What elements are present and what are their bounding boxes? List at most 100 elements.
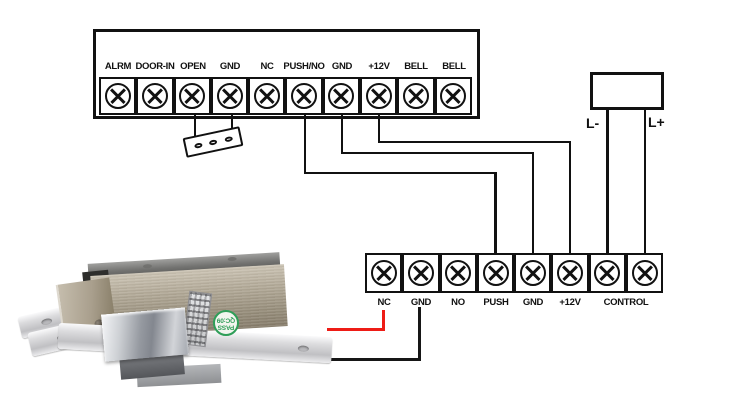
screw-terminal-icon: [482, 260, 509, 286]
terminal-cell: [360, 77, 398, 115]
wire-l-plus: [643, 108, 646, 255]
terminal-cell: [173, 77, 211, 115]
button-hole-icon: [223, 135, 233, 143]
screw-terminal-icon: [631, 260, 658, 286]
top-terminal-label-bell2: BELL: [442, 61, 466, 72]
top-terminal-label-gnd2: GND: [331, 61, 353, 72]
lock-top-screw-mark: [142, 263, 153, 269]
wire-pushno-to-push: [494, 171, 497, 256]
lock-strike-plate-mid: [27, 299, 179, 357]
lock-keeper-foot: [136, 363, 222, 388]
terminal-cell: [365, 253, 403, 293]
lock-qc-sticker: PASS QC:09: [213, 310, 239, 336]
wire-l-minus: [606, 108, 609, 255]
lock-red-wire-horizontal: [327, 327, 385, 331]
lock-spec-label: [182, 290, 213, 348]
terminal-cell: [439, 253, 477, 293]
plate-screw-hole: [40, 317, 53, 326]
screw-terminal-icon: [370, 260, 397, 286]
terminal-cell: [434, 77, 472, 115]
screw-terminal-icon: [403, 83, 430, 109]
top-terminal-label-gnd1: GND: [219, 61, 241, 72]
terminal-cell: [626, 253, 664, 293]
top-terminal-label-alrm: ALRM: [104, 61, 132, 72]
lock-keeper-underside: [119, 350, 185, 380]
wire-12v-to-12v: [568, 140, 572, 256]
button-hole-icon: [208, 138, 218, 146]
screw-terminal-icon: [141, 83, 168, 109]
terminal-cell: [99, 77, 137, 115]
button-hole-icon: [193, 141, 203, 149]
bottom-terminal-label-gnd1: GND: [410, 297, 432, 308]
screw-terminal-icon: [594, 260, 621, 286]
terminal-cell: [285, 77, 323, 115]
wire-gnd-to-button: [230, 113, 234, 133]
wire-gnd-down: [340, 113, 344, 154]
top-terminal-label-door-in: DOOR-IN: [135, 61, 175, 72]
plate-screw-hole: [297, 345, 310, 352]
top-terminal-label-12v: +12V: [368, 61, 390, 72]
terminal-cell: [588, 253, 627, 293]
top-terminal-label-bell1: BELL: [404, 61, 428, 72]
lock-red-wire-to-nc: [381, 310, 385, 330]
bottom-terminal-label-nc: NC: [377, 297, 391, 308]
wire-pushno-down: [303, 113, 307, 174]
terminal-cell: [210, 77, 249, 115]
screw-terminal-icon: [179, 83, 206, 109]
bottom-terminal-label-gnd2: GND: [522, 297, 544, 308]
sticker-line-qc: QC:09: [216, 317, 236, 324]
wire-open-to-button: [193, 113, 197, 141]
screw-terminal-icon: [104, 83, 131, 109]
screw-terminal-icon: [328, 83, 355, 109]
terminal-cell: [248, 77, 286, 115]
power-terminal-l-minus-label: L-: [586, 115, 600, 131]
power-terminal-l-plus-label: L+: [648, 114, 665, 130]
screw-terminal-icon: [216, 83, 243, 109]
screw-terminal-icon: [519, 260, 546, 286]
terminal-cell: [514, 253, 552, 293]
exit-button: [182, 126, 244, 158]
lock-body-front-panel: [55, 277, 119, 350]
screw-terminal-icon: [365, 83, 392, 109]
screw-terminal-icon: [557, 260, 584, 286]
bottom-terminal-strip: [365, 253, 664, 293]
bottom-terminal-label-control: CONTROL: [603, 297, 649, 308]
lock-panel-screw: [93, 318, 105, 330]
wire-12v-across: [377, 140, 572, 143]
screw-terminal-icon: [253, 83, 280, 109]
wire-pushno-across: [303, 171, 497, 174]
lock-body-brushed-face: [90, 264, 288, 338]
lock-mounting-plate-long: [57, 322, 333, 364]
terminal-cell: [322, 77, 361, 115]
power-supply-box: [590, 72, 664, 110]
lock-top-screw-mark: [227, 256, 237, 262]
screw-terminal-icon: [291, 83, 318, 109]
terminal-cell: [397, 77, 435, 115]
bottom-terminal-label-12v: +12V: [559, 297, 581, 308]
top-terminal-label-open: OPEN: [180, 61, 206, 72]
lock-body-top-face: [87, 252, 281, 280]
bottom-terminal-label-push: PUSH: [483, 297, 509, 308]
lock-qc-sticker-text: PASS QC:09: [216, 316, 236, 331]
bottom-terminal-label-no: NO: [451, 297, 465, 308]
screw-terminal-icon: [407, 260, 434, 286]
lock-body-recess: [82, 269, 110, 290]
lock-strike-plate-back: [17, 283, 169, 339]
lock-black-wire-horizontal: [328, 357, 421, 361]
wire-gnd-across: [340, 151, 535, 154]
terminal-cell: [551, 253, 589, 293]
terminal-cell: [476, 253, 515, 293]
top-terminal-strip: [99, 77, 472, 115]
top-terminal-label-pushno: PUSH/NO: [283, 61, 325, 72]
lock-keeper-block: [101, 307, 189, 362]
screw-terminal-icon: [445, 260, 472, 286]
sticker-line-pass: PASS: [217, 323, 235, 331]
wire-gnd-to-gnd: [531, 151, 534, 256]
terminal-cell: [136, 77, 174, 115]
screw-terminal-icon: [440, 83, 467, 109]
top-terminal-label-nc: NC: [260, 61, 274, 72]
terminal-cell: [402, 253, 440, 293]
plate-screw-hole: [56, 333, 69, 342]
wire-12v-down: [377, 113, 381, 143]
